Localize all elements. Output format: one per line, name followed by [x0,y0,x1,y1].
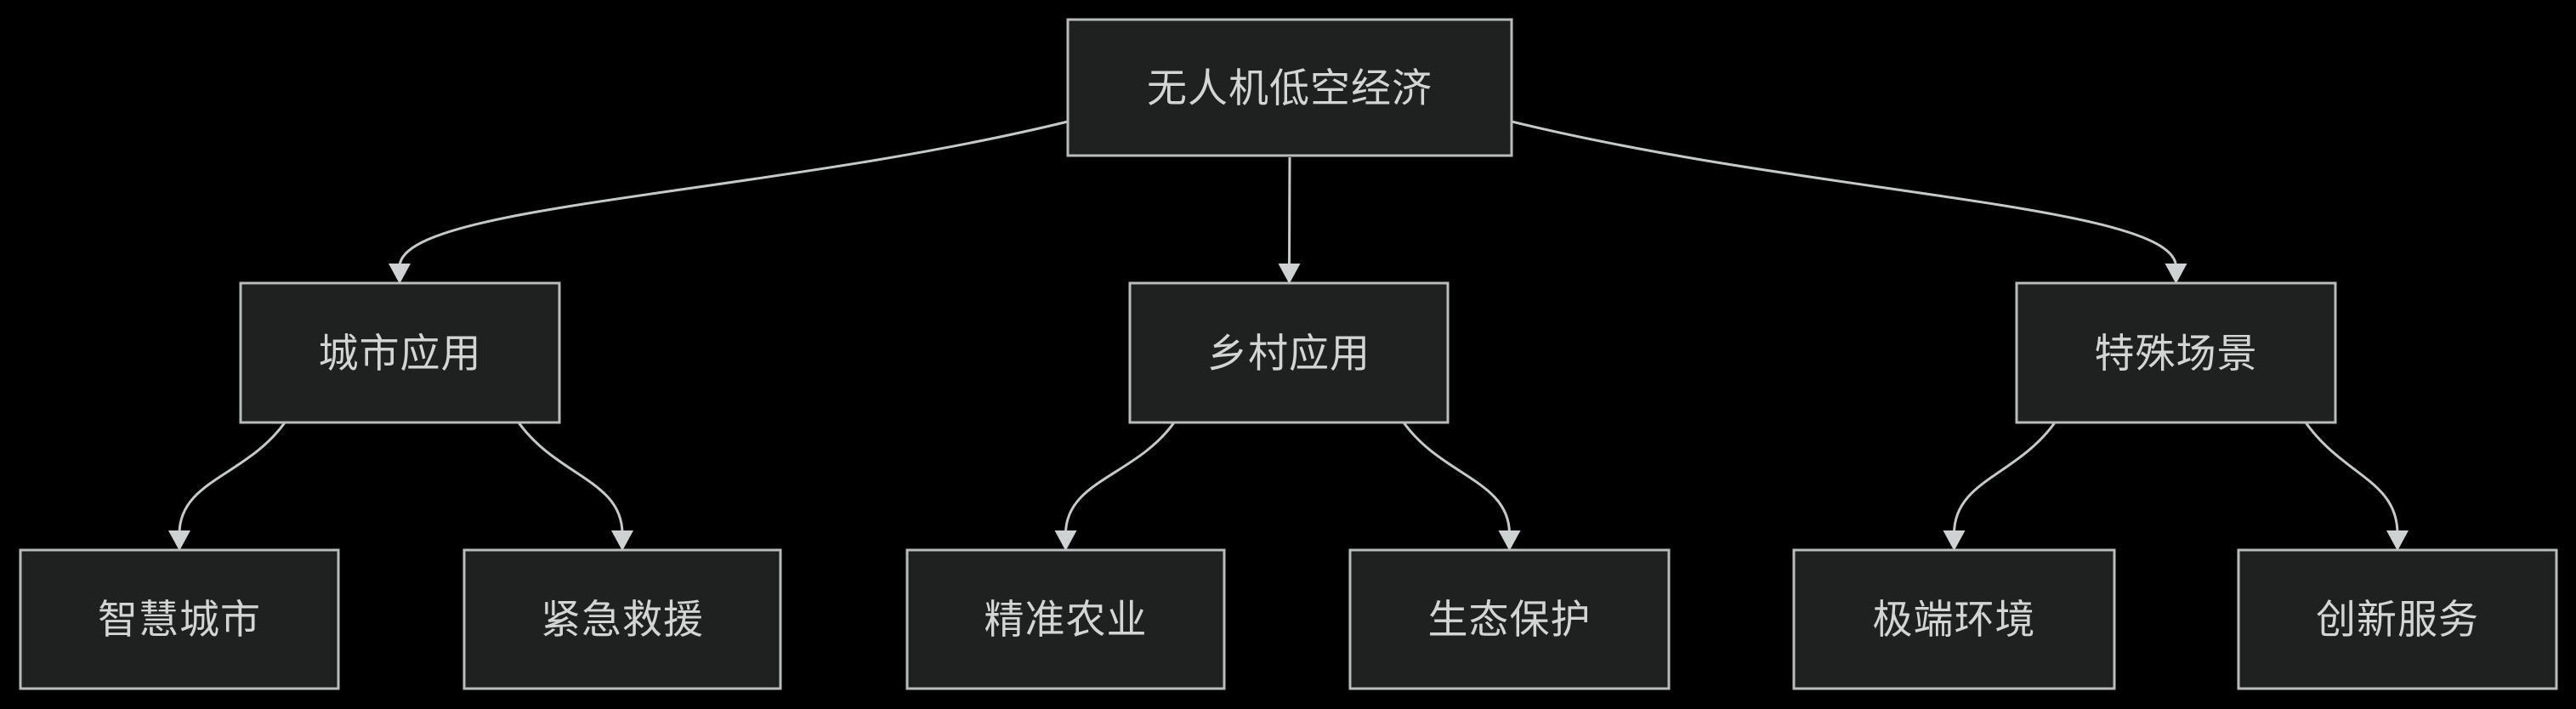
edge-urban-to-smart-city [168,422,287,551]
edge-line [1511,120,2177,268]
arrowhead-down-icon [168,530,190,551]
node-label: 极端环境 [1873,597,2036,644]
arrowhead-down-icon [2165,264,2187,284]
node-label: 特殊场景 [2095,331,2258,377]
node-box [1128,281,1450,424]
arrowhead-down-icon [1498,530,1521,551]
node-label: 智慧城市 [98,597,261,644]
node-rural-applications: 乡村应用 [1128,281,1450,424]
node-box [1348,548,1671,690]
edge-line [398,120,1069,268]
edge-line [1064,422,1176,535]
node-label: 精准农业 [984,597,1148,644]
node-layer: 无人机低空经济 城市应用 乡村应用 特殊场景 智慧城市 紧急救援 精准农业 [19,18,2558,690]
node-box [1066,18,1513,157]
node-label: 创新服务 [2316,597,2479,644]
arrowhead-down-icon [1054,530,1077,551]
edge-root-to-rural [1278,156,1301,284]
node-box [2015,281,2337,424]
node-extreme-environment: 极端环境 [1792,548,2116,690]
edge-special-to-innovative-services [2304,422,2409,551]
edge-root-to-urban [389,120,1069,284]
node-ecological-protection: 生态保护 [1348,548,1671,690]
node-smart-city: 智慧城市 [19,548,340,690]
node-innovative-services: 创新服务 [2237,548,2558,690]
node-label: 城市应用 [319,331,482,377]
edge-line [517,422,624,535]
node-label: 乡村应用 [1207,331,1370,377]
node-box [1792,548,2116,690]
edge-root-to-special [1511,120,2187,284]
node-special-scenarios: 特殊场景 [2015,281,2337,424]
node-emergency-rescue: 紧急救援 [462,548,782,690]
node-box [239,281,561,424]
arrowhead-down-icon [389,264,411,284]
edge-line [178,422,287,535]
edge-layer [168,120,2409,551]
node-label: 生态保护 [1428,597,1592,644]
node-box [462,548,782,690]
arrowhead-down-icon [1943,530,1966,551]
node-drone-low-altitude-economy: 无人机低空经济 [1066,18,1513,157]
edge-line [2304,422,2399,535]
edge-special-to-extreme-environment [1943,422,2057,551]
arrowhead-down-icon [1278,264,1301,284]
node-urban-applications: 城市应用 [239,281,561,424]
edge-rural-to-ecological-protection [1402,422,1521,551]
node-precision-agriculture: 精准农业 [905,548,1226,690]
edge-line [1288,156,1291,268]
arrowhead-down-icon [611,530,633,551]
edge-rural-to-precision-agriculture [1054,422,1176,551]
node-box [905,548,1226,690]
node-label: 无人机低空经济 [1147,65,1433,112]
node-box [2237,548,2558,690]
edge-line [1953,422,2057,535]
node-label: 紧急救援 [541,597,704,644]
arrowhead-down-icon [2386,530,2409,551]
edge-urban-to-emergency-rescue [517,422,633,551]
edge-line [1402,422,1511,535]
node-box [19,548,340,690]
